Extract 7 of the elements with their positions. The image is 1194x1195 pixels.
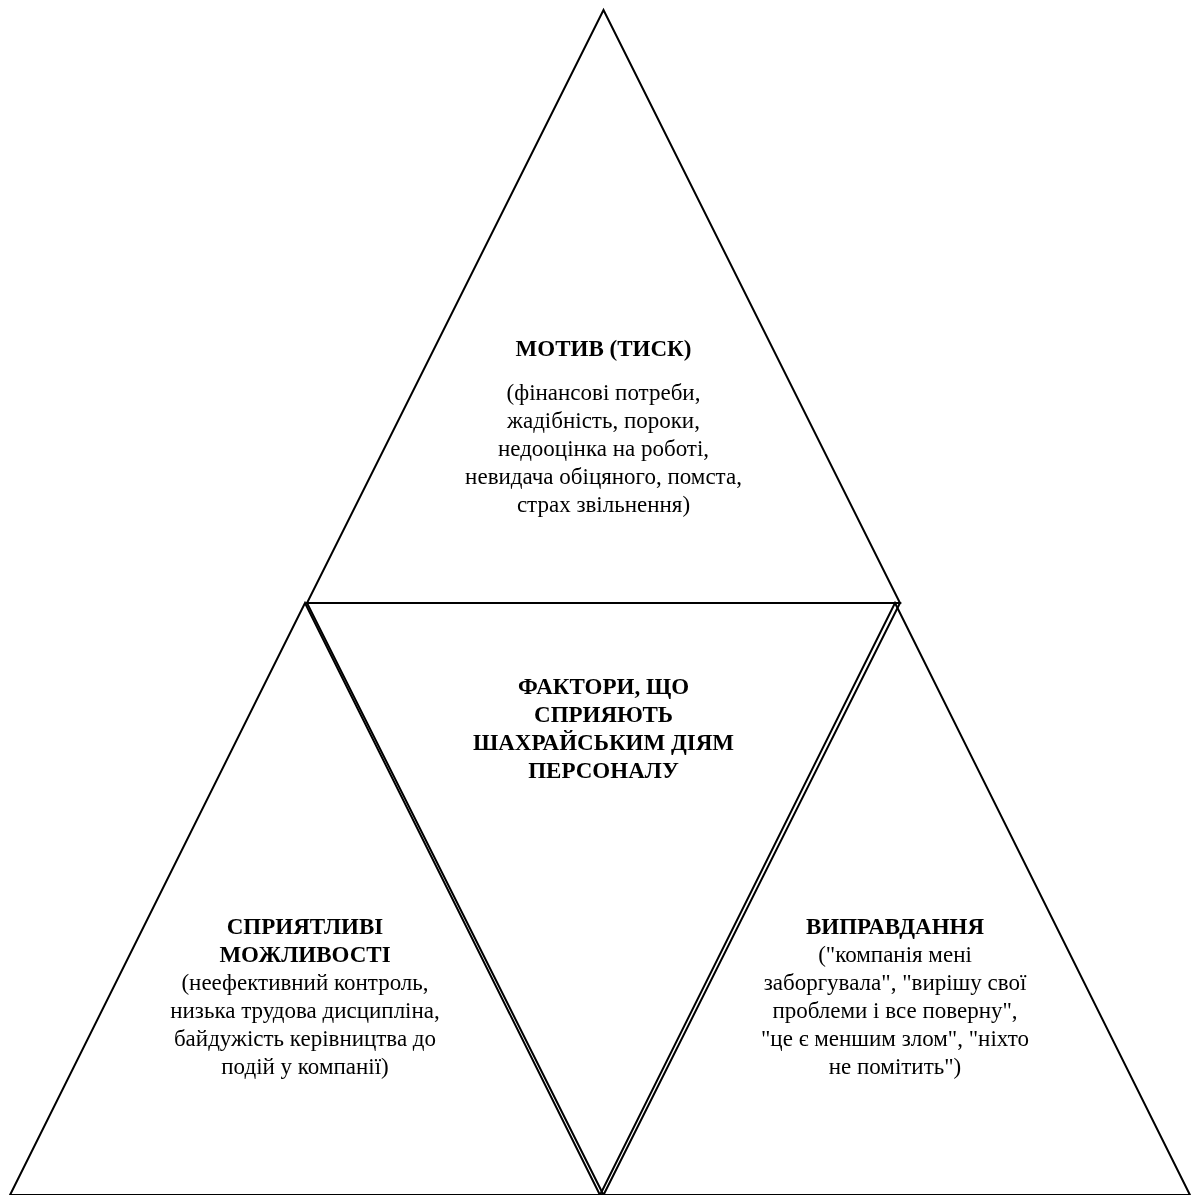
triangle-heading: ФАКТОРИ, ЩО СПРИЯЮТЬ ШАХРАЙСЬКИМ ДІЯМ ПЕРСОНАЛУ [472, 673, 735, 785]
triangle-description: (неефективний контроль, низька трудова дисципліна, байдужість керівництва до подій у компанії) [170, 969, 440, 1081]
triangle-description: ("компанія мені заборгувала", "вирішу свої проблеми і все поверну", "це є меншим злом", "ніхто не помітить") [760, 941, 1030, 1081]
triangle-heading: МОТИВ (ТИСК) [514, 335, 693, 363]
triangle-heading: СПРИЯТЛИВІ МОЖЛИВОСТІ [218, 913, 392, 969]
triangle-heading: ВИПРАВДАННЯ [804, 913, 986, 941]
triangle-description: (фінансові потреби, жадібність, пороки, недооцінка на роботі, невидача обіцяного, помста, страх звільнення) [464, 379, 743, 519]
